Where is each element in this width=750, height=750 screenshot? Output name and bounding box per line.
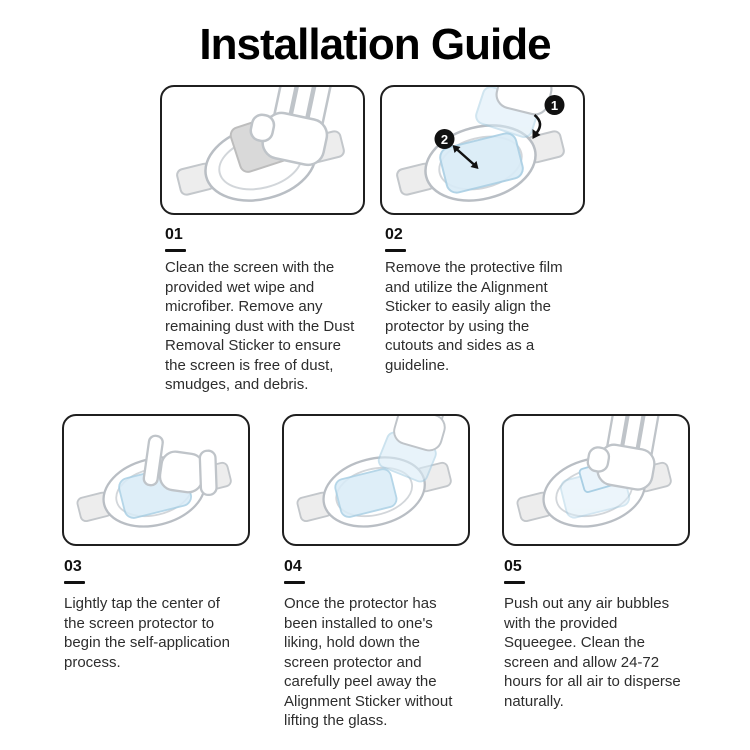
step-5-label: 05 — [504, 558, 525, 584]
step-4-illustration — [296, 416, 453, 528]
step-number: 03 — [64, 558, 82, 575]
step-3-panel — [62, 414, 250, 546]
step-number-underline — [504, 581, 525, 584]
badge-2-number: 2 — [441, 132, 448, 147]
step-number-underline — [284, 581, 305, 584]
step-number-underline — [165, 249, 186, 252]
step-number: 01 — [165, 226, 183, 243]
arrow-icon — [533, 114, 542, 134]
step-4-text: Once the protector has been installed to… — [284, 595, 453, 729]
step-3-illustration — [76, 434, 232, 528]
step-number: 05 — [504, 558, 522, 575]
arrowhead-icon — [532, 129, 541, 139]
film-icon — [439, 132, 524, 194]
step-2-illustration: 1 2 — [396, 87, 565, 202]
hand-icon — [393, 416, 453, 452]
step-1-label: 01 — [165, 226, 186, 252]
arrowhead-icon — [452, 145, 461, 153]
step-3-text: Lightly tap the center of the screen pro… — [64, 595, 230, 671]
hand-icon — [249, 87, 333, 167]
step-number: 02 — [385, 226, 403, 243]
step-1-illustration — [176, 87, 345, 202]
badge-2 — [434, 129, 455, 149]
step-number: 04 — [284, 558, 302, 575]
step-1-panel — [160, 85, 365, 215]
step-4-panel — [282, 414, 470, 546]
step-2-panel: 1 2 — [380, 85, 585, 215]
step-3-label: 03 — [64, 558, 85, 584]
film-icon — [334, 468, 398, 518]
step-2-label: 02 — [385, 226, 406, 252]
hand-icon — [586, 416, 660, 491]
double-arrow-icon — [455, 148, 476, 166]
arrowhead-icon — [470, 161, 479, 169]
page-title: Installation Guide — [199, 20, 551, 69]
step-number-underline — [385, 249, 406, 252]
step-5-text: Push out any air bubbles with the provid… — [504, 595, 681, 710]
step-1-text: Clean the screen with the provided wet w… — [165, 259, 355, 393]
step-4-label: 04 — [284, 558, 305, 584]
badge-1 — [544, 95, 565, 115]
badge-1-number: 1 — [551, 98, 558, 113]
hand-icon — [142, 434, 218, 497]
step-number-underline — [64, 581, 85, 584]
step-2-text: Remove the protective film and utilize t… — [385, 259, 563, 374]
step-5-illustration — [516, 416, 672, 528]
step-5-panel — [502, 414, 690, 546]
